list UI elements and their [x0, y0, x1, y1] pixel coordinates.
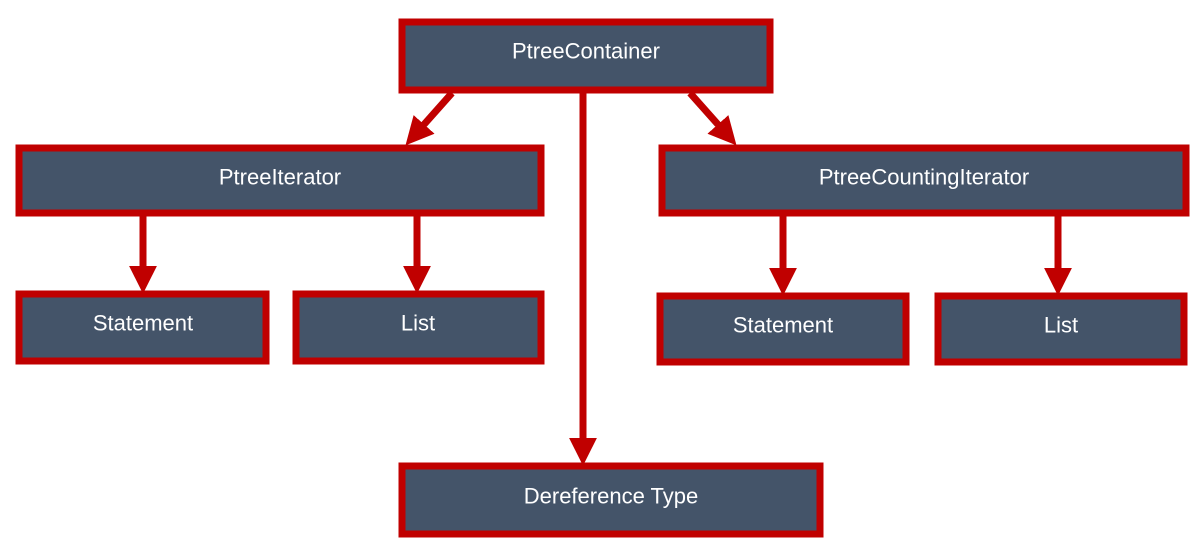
arrow-container-to-counting-iterator: [687, 90, 737, 146]
node-statement-left: Statement: [15, 290, 270, 365]
node-dereference-type: Dereference Type: [398, 462, 824, 538]
arrow-container-to-iterator: [405, 90, 455, 146]
node-label: Statement: [733, 313, 833, 338]
node-list-left: List: [292, 290, 545, 365]
connectors: [129, 90, 1072, 466]
node-label: Dereference Type: [524, 484, 698, 509]
node-label: Statement: [93, 311, 193, 336]
node-label: List: [1044, 313, 1078, 338]
node-label: PtreeContainer: [512, 39, 660, 64]
node-ptree-iterator: PtreeIterator: [15, 144, 545, 217]
node-ptree-container: PtreeContainer: [398, 18, 774, 94]
node-statement-right: Statement: [656, 292, 910, 366]
node-label: PtreeCountingIterator: [819, 165, 1029, 190]
node-ptree-counting-iterator: PtreeCountingIterator: [658, 144, 1190, 217]
node-list-right: List: [934, 292, 1188, 366]
node-label: PtreeIterator: [219, 165, 341, 190]
node-label: List: [401, 311, 435, 336]
